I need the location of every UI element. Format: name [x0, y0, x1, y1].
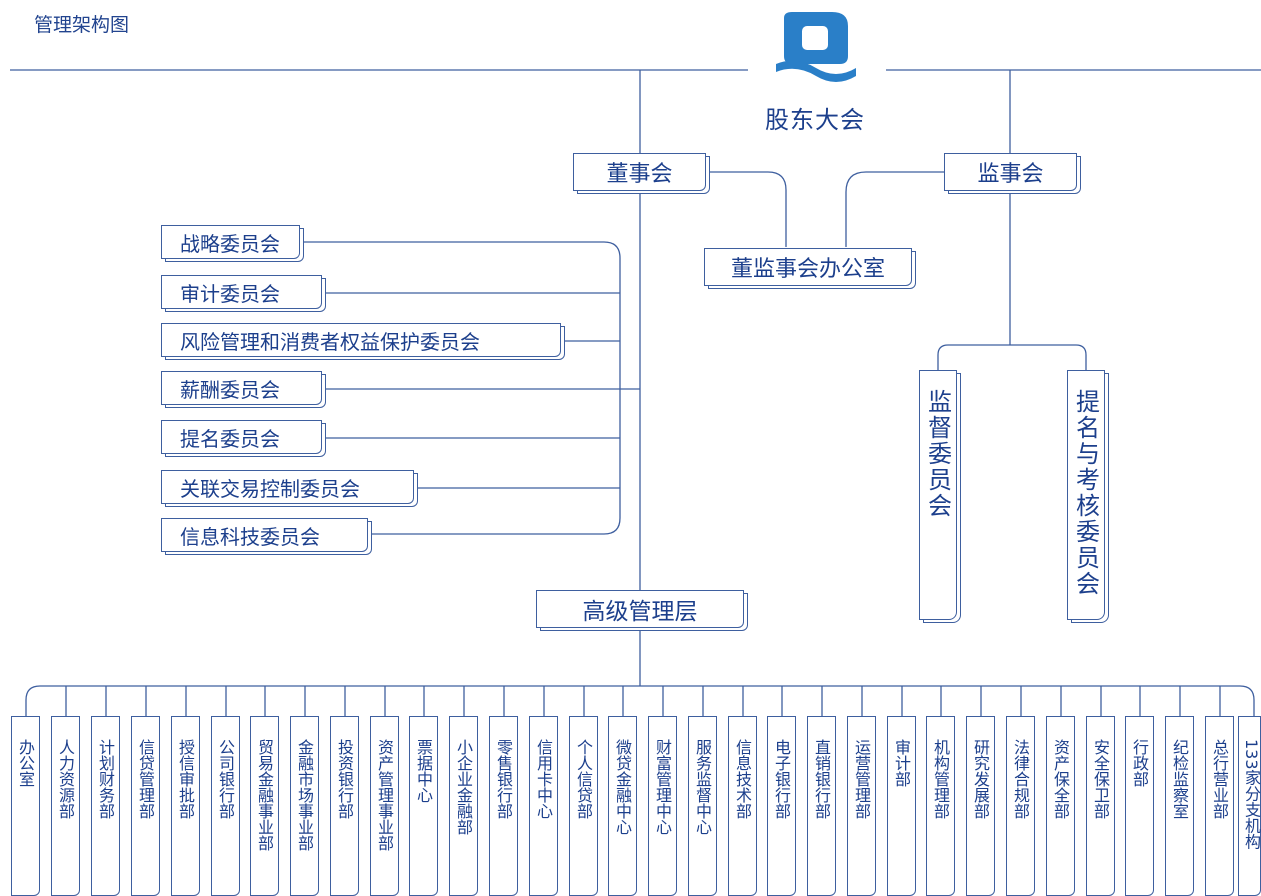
committee-it: 信息科技委员会	[161, 518, 368, 552]
department-box: 微贷金融中心	[608, 716, 637, 896]
board-of-directors: 董事会	[573, 153, 706, 191]
department-label: 信用卡中心	[534, 739, 553, 819]
committee-strategy: 战略委员会	[161, 225, 300, 259]
department-box: 财富管理中心	[648, 716, 677, 896]
department-label: 审计部	[892, 739, 911, 787]
department-label: 财富管理中心	[653, 739, 672, 835]
department-box: 总行营业部	[1205, 716, 1234, 896]
board-office: 董监事会办公室	[704, 248, 912, 286]
department-label: 信息技术部	[733, 739, 752, 819]
department-box: 小企业金融部	[449, 716, 478, 896]
department-label: 公司银行部	[216, 739, 235, 819]
department-box: 机构管理部	[926, 716, 955, 896]
department-box: 资产管理事业部	[370, 716, 399, 896]
department-box: 纪检监察室	[1165, 716, 1194, 896]
department-label: 运营管理部	[852, 739, 871, 819]
department-label: 人力资源部	[56, 739, 75, 819]
department-box: 票据中心	[409, 716, 438, 896]
department-label: 零售银行部	[494, 739, 513, 819]
department-label: 微贷金融中心	[613, 739, 632, 835]
department-label: 133家分支机构	[1242, 739, 1261, 850]
department-label: 电子银行部	[772, 739, 791, 819]
department-box: 信贷管理部	[131, 716, 160, 896]
department-box: 直销银行部	[807, 716, 836, 896]
department-label: 直销银行部	[812, 739, 831, 819]
department-label: 办公室	[16, 739, 35, 787]
committee-nomination: 提名委员会	[161, 420, 322, 454]
shareholders-meeting: 股东大会	[765, 106, 865, 134]
department-label: 纪检监察室	[1170, 739, 1189, 819]
department-label: 票据中心	[414, 739, 433, 803]
committee-remuneration: 薪酬委员会	[161, 371, 322, 405]
department-box: 行政部	[1125, 716, 1154, 896]
department-label: 行政部	[1130, 739, 1149, 787]
committee-risk-consumer: 风险管理和消费者权益保护委员会	[161, 323, 561, 357]
department-box: 服务监督中心	[688, 716, 717, 896]
department-box: 计划财务部	[91, 716, 120, 896]
supervision-committee-label: 监督委员会	[923, 389, 952, 519]
nomination-evaluation-committee: 提名与考核委员会	[1067, 370, 1105, 620]
department-label: 资产管理事业部	[375, 739, 394, 851]
department-label: 投资银行部	[335, 739, 354, 819]
department-label: 信贷管理部	[136, 739, 155, 819]
department-box: 信息技术部	[728, 716, 757, 896]
department-label: 总行营业部	[1210, 739, 1229, 819]
department-box: 资产保全部	[1046, 716, 1075, 896]
department-box: 研究发展部	[966, 716, 995, 896]
department-box: 信用卡中心	[529, 716, 558, 896]
department-box: 零售银行部	[489, 716, 518, 896]
department-box: 133家分支机构	[1238, 716, 1261, 896]
department-label: 金融市场事业部	[295, 739, 314, 851]
supervision-committee: 监督委员会	[919, 370, 957, 620]
department-label: 资产保全部	[1051, 739, 1070, 819]
senior-management: 高级管理层	[536, 590, 744, 628]
committee-related-transactions: 关联交易控制委员会	[161, 470, 414, 504]
department-label: 研究发展部	[971, 739, 990, 819]
department-label: 个人信贷部	[574, 739, 593, 819]
department-label: 法律合规部	[1011, 739, 1030, 819]
department-label: 机构管理部	[931, 739, 950, 819]
department-label: 小企业金融部	[454, 739, 473, 835]
department-label: 服务监督中心	[693, 739, 712, 835]
department-label: 计划财务部	[96, 739, 115, 819]
department-box: 人力资源部	[51, 716, 80, 896]
department-box: 法律合规部	[1006, 716, 1035, 896]
nomination-evaluation-committee-label: 提名与考核委员会	[1071, 389, 1100, 597]
department-box: 安全保卫部	[1086, 716, 1115, 896]
department-label: 安全保卫部	[1091, 739, 1110, 819]
department-box: 电子银行部	[767, 716, 796, 896]
board-of-supervisors: 监事会	[944, 153, 1077, 191]
department-box: 金融市场事业部	[290, 716, 319, 896]
committee-audit: 审计委员会	[161, 275, 322, 309]
department-box: 投资银行部	[330, 716, 359, 896]
department-box: 审计部	[887, 716, 916, 896]
page-title: 管理架构图	[34, 14, 130, 36]
department-box: 贸易金融事业部	[250, 716, 279, 896]
department-box: 办公室	[11, 716, 40, 896]
department-box: 运营管理部	[847, 716, 876, 896]
department-label: 贸易金融事业部	[255, 739, 274, 851]
department-box: 公司银行部	[211, 716, 240, 896]
bank-logo-icon	[776, 12, 856, 82]
department-box: 授信审批部	[171, 716, 200, 896]
department-box: 个人信贷部	[569, 716, 598, 896]
department-label: 授信审批部	[176, 739, 195, 819]
